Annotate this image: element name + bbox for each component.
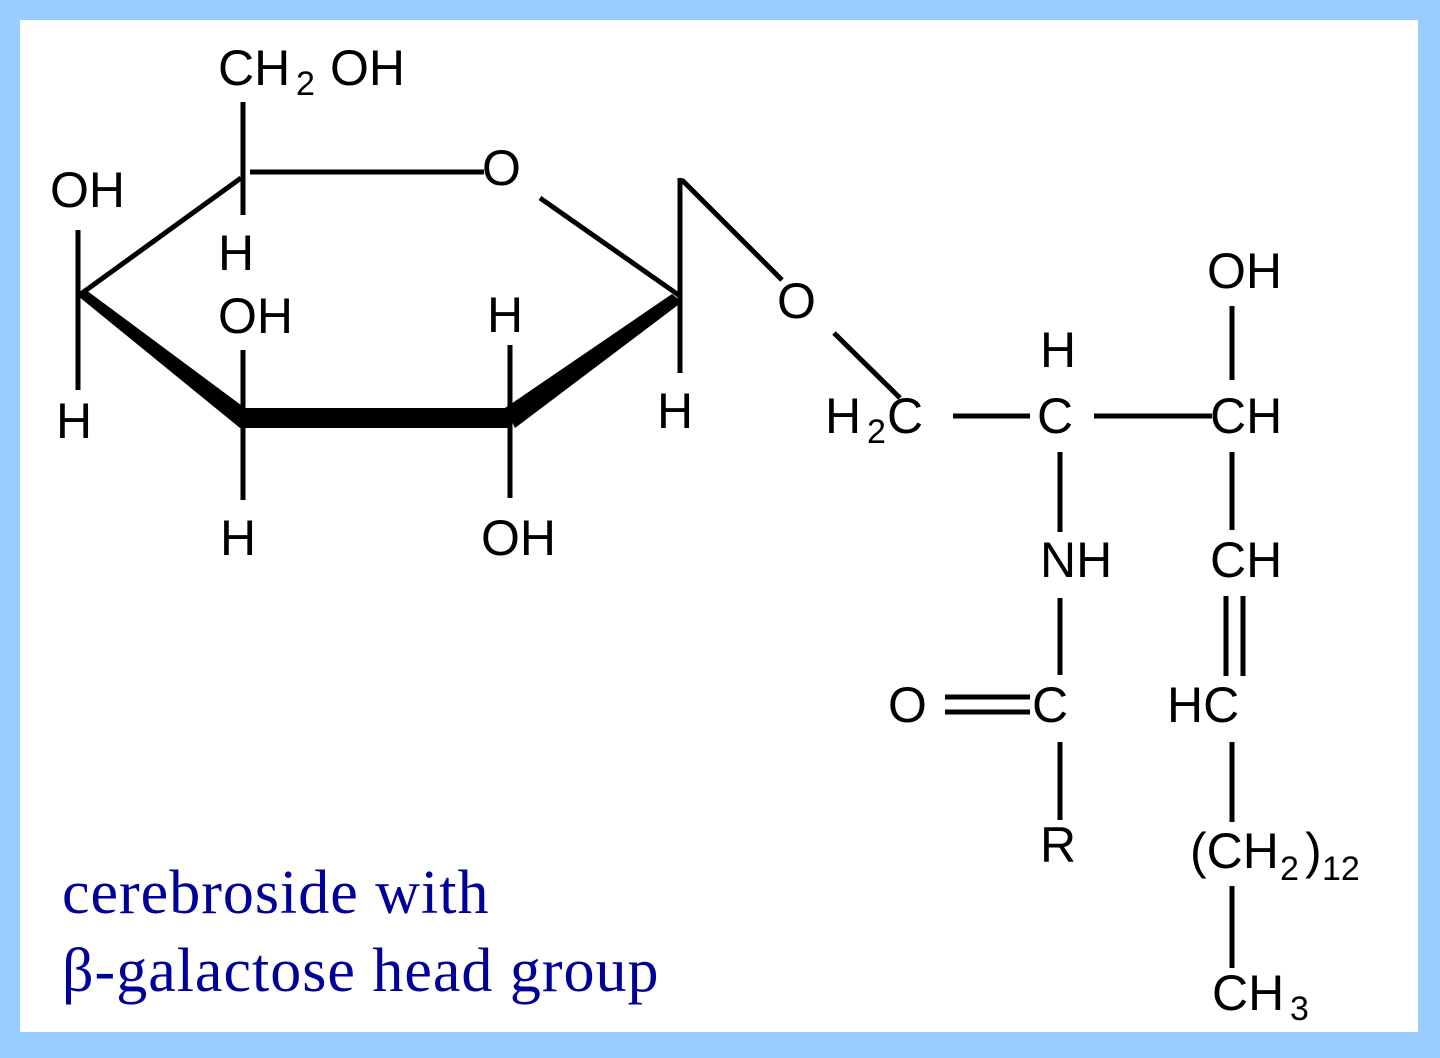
label-ch2oh-oh: OH — [330, 40, 405, 96]
amide-group: NH O C R — [888, 452, 1112, 873]
label-ch2oh-subscript: 2 — [296, 65, 315, 103]
label-c3-h: H — [220, 510, 256, 566]
label-chain-repeat: 12 — [1322, 850, 1360, 888]
label-carbonyl-c: C — [1032, 677, 1068, 733]
caption-line-2: β-galactose head group — [62, 937, 660, 1005]
label-c1-h: H — [657, 383, 693, 439]
label-c2-oh: OH — [481, 510, 556, 566]
galactose-labels: CH 2 OH O H OH H OH H H OH H — [50, 40, 693, 566]
sphingosine-backbone: H 2 C H C OH CH CH HC (CH 2 ) 12 CH 3 — [825, 243, 1360, 1028]
caption-line-1: cerebroside with — [62, 859, 490, 927]
label-terminal-ch: CH — [1212, 965, 1284, 1021]
label-nh: NH — [1040, 532, 1112, 588]
label-c5-h: H — [218, 225, 254, 281]
label-c2-h: H — [487, 287, 523, 343]
label-chain-subscript: 2 — [1280, 850, 1299, 888]
label-sphingosine-c4-ch: CH — [1210, 532, 1282, 588]
label-sphingosine-c1-c: C — [887, 388, 923, 444]
label-terminal-subscript: 3 — [1290, 990, 1309, 1028]
bond-glycosidic-oxygen-c1 — [832, 331, 902, 400]
bond-bold-c3-c2 — [240, 408, 512, 428]
galactose-ring — [75, 102, 784, 500]
label-sphingosine-c1-h: H — [825, 388, 861, 444]
label-ring-oxygen: O — [482, 140, 521, 196]
label-c4-h: H — [56, 393, 92, 449]
bond-c1-glycosidic-oxygen — [680, 178, 784, 282]
label-r-group: R — [1040, 817, 1076, 873]
label-ch2oh-ch: CH — [218, 40, 290, 96]
label-sphingosine-c3-ch: CH — [1210, 388, 1282, 444]
label-sphingosine-c2-h: H — [1040, 322, 1076, 378]
label-sphingosine-c1-subscript: 2 — [867, 413, 886, 451]
label-sphingosine-c3-oh: OH — [1207, 243, 1282, 299]
label-c3-oh: OH — [218, 288, 293, 344]
bond-wedge-c4-c3 — [78, 290, 245, 428]
label-glycosidic-oxygen: O — [777, 273, 816, 329]
bond-c5-c4 — [76, 175, 243, 299]
label-sphingosine-c2-c: C — [1037, 388, 1073, 444]
bond-wedge-c2-c1 — [505, 294, 682, 428]
label-carbonyl-oxygen: O — [888, 677, 927, 733]
bond-ring-oxygen-c1 — [538, 195, 682, 299]
label-c4-oh: OH — [50, 162, 125, 218]
label-sphingosine-c5-hc: HC — [1167, 677, 1239, 733]
diagram-canvas — [20, 20, 1418, 1032]
label-chain-ch: (CH — [1190, 823, 1279, 879]
label-chain-close: ) — [1305, 823, 1322, 879]
